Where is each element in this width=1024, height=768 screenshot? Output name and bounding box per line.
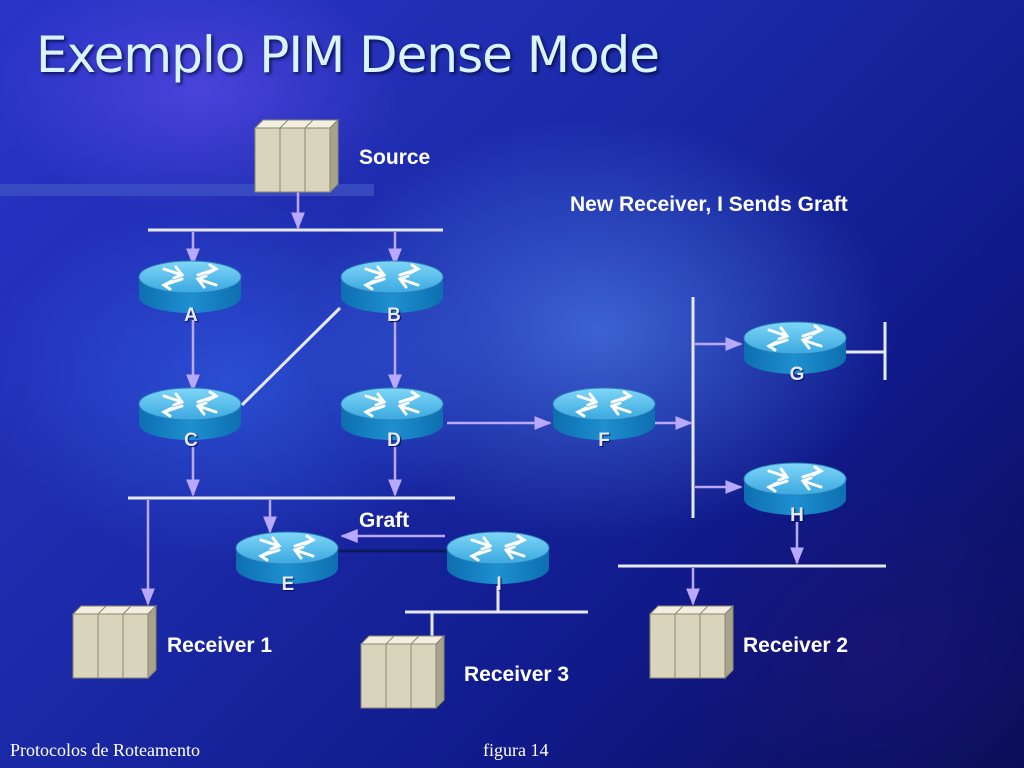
router-f-label: F [598,430,610,451]
source-server-icon [254,119,339,193]
router-c-label: C [184,430,198,451]
receiver1-host-icon [72,605,157,679]
footer-course: Protocolos de Roteamento [10,740,200,760]
footer-figure: figura 14 [483,740,549,760]
receiver3-label: Receiver 3 [464,663,570,686]
router-g-label: G [789,364,805,385]
graft-label: Graft [359,509,410,532]
router-d-label: D [387,430,401,451]
router-i-label: I [496,574,502,595]
receiver2-label: Receiver 2 [743,634,849,657]
router-b-label: B [387,305,401,326]
router-h-label: H [790,505,804,526]
multicast-flows [141,192,804,606]
router-a-label: A [184,305,198,326]
network-segments [128,228,887,636]
receiver3-host-icon [360,635,445,709]
event-label: New Receiver, I Sends Graft [570,193,848,216]
slide-title: Exemplo PIM Dense Mode [36,26,660,84]
source-label: Source [359,146,431,169]
receiver2-host-icon [649,605,734,679]
router-e-label: E [281,574,295,595]
receiver1-label: Receiver 1 [167,634,273,657]
